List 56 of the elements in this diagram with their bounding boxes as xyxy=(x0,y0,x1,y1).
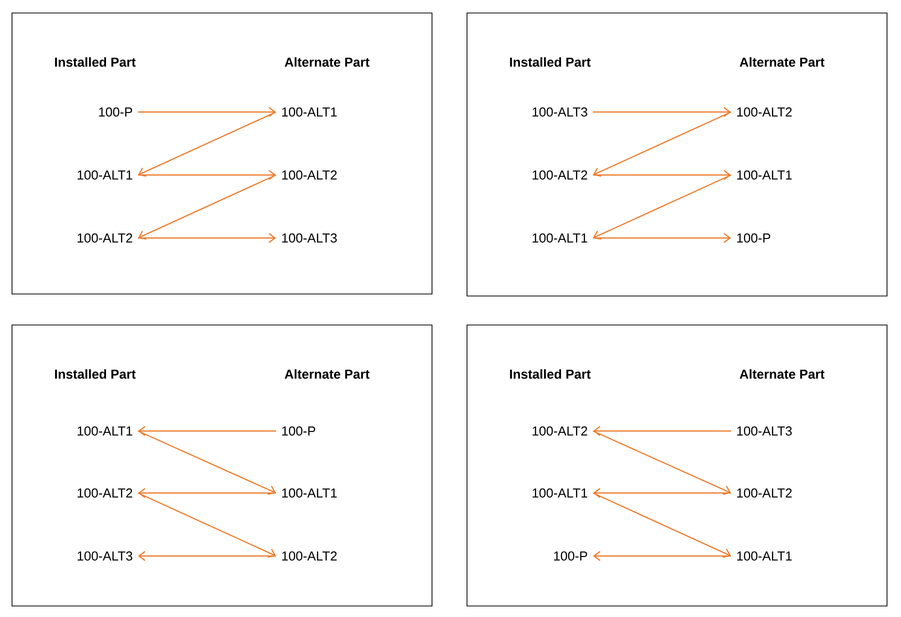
column-heading: Installed Part xyxy=(55,57,136,67)
arrow xyxy=(593,107,731,117)
column-heading: Alternate Part xyxy=(284,57,370,67)
arrow xyxy=(138,551,276,561)
column-heading: Installed Part xyxy=(510,57,591,67)
part-number: 100-P xyxy=(99,107,132,117)
arrow xyxy=(593,488,731,498)
part-number: 100-P xyxy=(737,233,770,243)
part-number: 100-ALT1 xyxy=(282,107,337,117)
arrow xyxy=(593,233,731,243)
part-number: 100-ALT1 xyxy=(532,233,588,243)
part-number: 100-ALT1 xyxy=(532,488,588,498)
part-number: 100-ALT3 xyxy=(737,426,792,436)
panel-box xyxy=(12,324,432,606)
arrow xyxy=(593,551,731,561)
part-number: 100-ALT1 xyxy=(737,551,792,561)
part-number: 100-ALT2 xyxy=(282,551,337,561)
arrow xyxy=(138,174,276,240)
part-number: 100-P xyxy=(282,426,316,436)
panel-box xyxy=(466,324,888,606)
arrow xyxy=(138,426,276,436)
part-number: 100-ALT2 xyxy=(532,426,588,436)
part-number: 100-ALT3 xyxy=(78,551,132,561)
column-heading: Installed Part xyxy=(510,369,591,379)
arrow xyxy=(138,430,276,495)
arrow xyxy=(593,426,731,436)
part-number: 100-ALT3 xyxy=(282,233,337,243)
part-number: 100-ALT1 xyxy=(737,170,792,180)
arrow xyxy=(592,430,731,495)
part-number: 100-ALT1 xyxy=(78,426,132,436)
arrow xyxy=(138,107,276,117)
part-number: 100-ALT3 xyxy=(532,107,588,117)
column-heading: Alternate Part xyxy=(740,369,824,379)
part-number: 100-ALT2 xyxy=(78,233,132,243)
part-number: 100-ALT2 xyxy=(78,488,132,498)
arrow xyxy=(592,492,731,558)
part-number: 100-P xyxy=(554,551,588,561)
arrow xyxy=(138,492,276,558)
arrow xyxy=(593,170,731,180)
panel-box xyxy=(12,12,432,294)
arrow xyxy=(138,111,276,177)
column-heading: Alternate Part xyxy=(284,369,370,379)
part-number: 100-ALT2 xyxy=(532,170,588,180)
part-number: 100-ALT1 xyxy=(282,488,337,498)
column-heading: Alternate Part xyxy=(740,57,824,67)
column-heading: Installed Part xyxy=(55,369,136,379)
arrow xyxy=(138,170,276,180)
arrow xyxy=(138,233,276,243)
part-number: 100-ALT2 xyxy=(737,107,792,117)
part-number: 100-ALT2 xyxy=(282,170,337,180)
arrow xyxy=(593,111,732,177)
arrow xyxy=(593,174,732,240)
panel-box xyxy=(466,12,888,296)
arrow xyxy=(138,488,276,498)
part-number: 100-ALT1 xyxy=(78,170,132,180)
part-number: 100-ALT2 xyxy=(737,488,792,498)
